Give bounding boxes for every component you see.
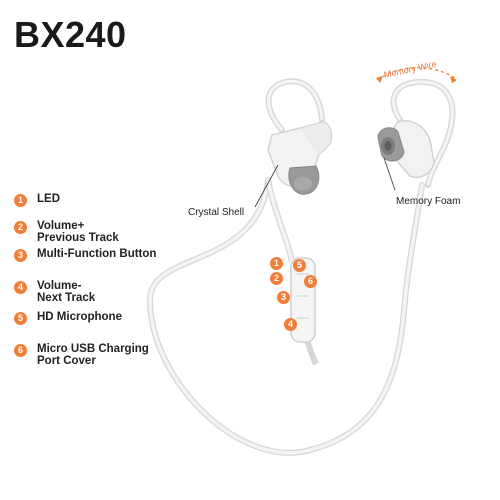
left-earbud bbox=[267, 121, 333, 195]
legend-badge: 6 bbox=[14, 344, 27, 357]
remote-badge-2: 2 bbox=[270, 272, 283, 285]
product-title: BX240 bbox=[14, 14, 127, 55]
legend-badge: 1 bbox=[14, 194, 27, 207]
legend-item-volume-up: 2 Volume+ Previous Track bbox=[14, 220, 119, 244]
remote-badge-1: 1 bbox=[270, 257, 283, 270]
legend-item-hd-microphone: 5 HD Microphone bbox=[14, 311, 122, 325]
legend-label: Multi-Function Button bbox=[37, 248, 157, 260]
legend-label: LED bbox=[37, 193, 60, 205]
legend-item-volume-down: 4 Volume- Next Track bbox=[14, 280, 95, 304]
legend-badge: 4 bbox=[14, 281, 27, 294]
legend-label: Volume- Next Track bbox=[37, 280, 96, 304]
right-earbud bbox=[377, 120, 435, 178]
legend-item-led: 1 LED bbox=[14, 193, 60, 207]
legend-label: Micro USB Charging Port Cover bbox=[37, 343, 149, 367]
crystal-shell-label: Crystal Shell bbox=[188, 207, 245, 218]
memory-foam-label: Memory Foam bbox=[396, 196, 461, 207]
remote-badge-4: 4 bbox=[284, 318, 297, 331]
memory-wire-arc bbox=[377, 67, 456, 81]
legend-badge: 5 bbox=[14, 312, 27, 325]
legend-badge: 2 bbox=[14, 221, 27, 234]
legend-item-usb-port-cover: 6 Micro USB Charging Port Cover bbox=[14, 343, 149, 367]
remote-badge-5: 5 bbox=[293, 259, 306, 272]
neck-cable bbox=[146, 177, 425, 456]
legend-badge: 3 bbox=[14, 249, 27, 262]
remote-badge-3: 3 bbox=[277, 291, 290, 304]
remote-badge-6: 6 bbox=[304, 275, 317, 288]
legend-label: Volume+ Previous Track bbox=[37, 220, 119, 244]
legend-item-multi-function: 3 Multi-Function Button bbox=[14, 248, 156, 262]
legend-label: HD Microphone bbox=[37, 311, 122, 323]
